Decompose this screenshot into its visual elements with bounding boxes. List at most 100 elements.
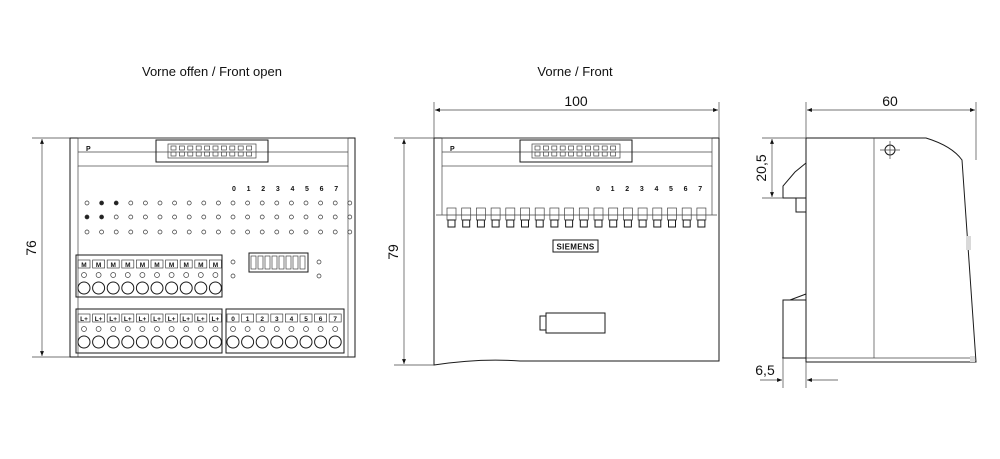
terminal-label: L+ bbox=[182, 316, 190, 323]
channel-number: 0 bbox=[232, 186, 236, 193]
lplus-terminal-strip: L+L+L+L+L+L+L+L+L+L+ bbox=[75, 308, 223, 354]
led-dot bbox=[143, 200, 148, 206]
terminal-screw bbox=[110, 326, 117, 332]
led-window bbox=[505, 207, 516, 221]
connector-pin bbox=[195, 151, 202, 157]
terminal-label: L+ bbox=[109, 316, 117, 323]
terminal-screw bbox=[212, 326, 219, 332]
terminal-label-box bbox=[314, 313, 327, 323]
terminal-clamp bbox=[135, 335, 149, 349]
led-window bbox=[623, 207, 633, 221]
channel-number: 2 bbox=[261, 186, 265, 193]
dimension-60: 60 bbox=[805, 93, 977, 160]
terminal-label: 5 bbox=[304, 316, 308, 323]
terminal-label-box bbox=[150, 259, 164, 269]
led-dot bbox=[186, 229, 192, 235]
terminal-clamp bbox=[165, 281, 179, 295]
terminal-clamp bbox=[270, 335, 284, 349]
led-dot bbox=[347, 214, 353, 220]
channel-number: 4 bbox=[654, 186, 658, 193]
terminal-label-box bbox=[209, 259, 222, 269]
terminal-label-box bbox=[136, 259, 149, 269]
led-dot bbox=[128, 200, 134, 206]
terminal-label: 4 bbox=[290, 316, 294, 323]
terminal-label-box bbox=[255, 313, 269, 323]
terminal-label: 3 bbox=[275, 316, 279, 323]
terminal-label: M bbox=[198, 262, 203, 269]
led-window bbox=[446, 207, 457, 221]
terminal-screw bbox=[124, 326, 131, 332]
p-label-left: P bbox=[86, 146, 91, 153]
terminal-label-box bbox=[299, 313, 313, 323]
led-window-lens bbox=[653, 219, 662, 228]
connector-pin bbox=[593, 145, 600, 151]
terminal-label-box bbox=[270, 313, 284, 323]
terminal-screw bbox=[288, 326, 295, 332]
led-dot bbox=[143, 214, 148, 220]
terminal-screw bbox=[154, 326, 160, 332]
led-window-lens bbox=[535, 219, 544, 228]
connector-pin bbox=[212, 151, 219, 157]
connector-pin bbox=[195, 145, 202, 151]
led-dot bbox=[259, 229, 265, 235]
channel-number: 1 bbox=[247, 186, 251, 193]
led-dot bbox=[99, 200, 104, 206]
terminal-clamp bbox=[135, 281, 149, 295]
ribbon-connector-mid bbox=[519, 139, 633, 163]
connector-pin bbox=[568, 151, 574, 157]
connector-pin bbox=[551, 145, 558, 151]
led-dot bbox=[230, 214, 236, 220]
channel-number: 0 bbox=[596, 186, 600, 193]
terminal-label: 2 bbox=[260, 316, 264, 323]
dimension-100: 100 bbox=[433, 93, 720, 138]
connector-pin bbox=[246, 145, 252, 151]
led-dot bbox=[332, 229, 338, 235]
led-dot bbox=[316, 273, 322, 279]
terminal-clamp bbox=[328, 335, 342, 349]
led-dot bbox=[303, 214, 309, 220]
connector-pin bbox=[543, 151, 549, 157]
led-window-lens bbox=[491, 219, 500, 228]
dimension-76: 76 bbox=[23, 137, 70, 358]
connector-pin bbox=[237, 151, 244, 157]
terminal-clamp bbox=[255, 335, 269, 349]
terminal-screw bbox=[244, 326, 251, 332]
dim-6-5-text: 6,5 bbox=[755, 362, 775, 378]
connector-pin bbox=[534, 151, 541, 157]
terminal-screw bbox=[317, 326, 324, 332]
led-dot bbox=[113, 229, 119, 235]
led-window bbox=[476, 207, 486, 221]
dim-100-text: 100 bbox=[564, 93, 588, 109]
connector-pin bbox=[534, 145, 541, 151]
led-dot bbox=[186, 200, 192, 206]
led-window-lens bbox=[623, 219, 632, 228]
led-window-lens bbox=[638, 219, 647, 228]
led-window-lens bbox=[609, 219, 618, 228]
led-dot bbox=[289, 200, 294, 206]
terminal-label: M bbox=[96, 262, 101, 269]
terminal-label: L+ bbox=[80, 316, 88, 323]
terminal-screw bbox=[259, 326, 266, 332]
terminal-screw bbox=[81, 326, 87, 332]
channel-number: 6 bbox=[320, 186, 324, 193]
channel-number: 5 bbox=[305, 186, 309, 193]
channel-number: 3 bbox=[640, 186, 644, 193]
terminal-screw bbox=[95, 326, 102, 332]
dim-20-5-text: 20,5 bbox=[753, 154, 769, 181]
led-dot bbox=[216, 229, 221, 235]
terminal-label: L+ bbox=[124, 316, 132, 323]
led-window-lens bbox=[565, 219, 574, 228]
led-dot bbox=[128, 229, 134, 235]
terminal-label: 6 bbox=[319, 316, 323, 323]
led-grid-left bbox=[84, 200, 353, 279]
connector-pin bbox=[559, 151, 566, 157]
terminal-clamp bbox=[165, 335, 179, 349]
led-dot bbox=[128, 214, 134, 220]
terminal-label-box bbox=[106, 313, 120, 323]
terminal-clamp bbox=[121, 335, 135, 349]
connector-pin bbox=[593, 151, 600, 157]
led-dot bbox=[201, 229, 207, 235]
channel-number: 7 bbox=[698, 186, 702, 193]
connector-pin bbox=[543, 145, 549, 151]
